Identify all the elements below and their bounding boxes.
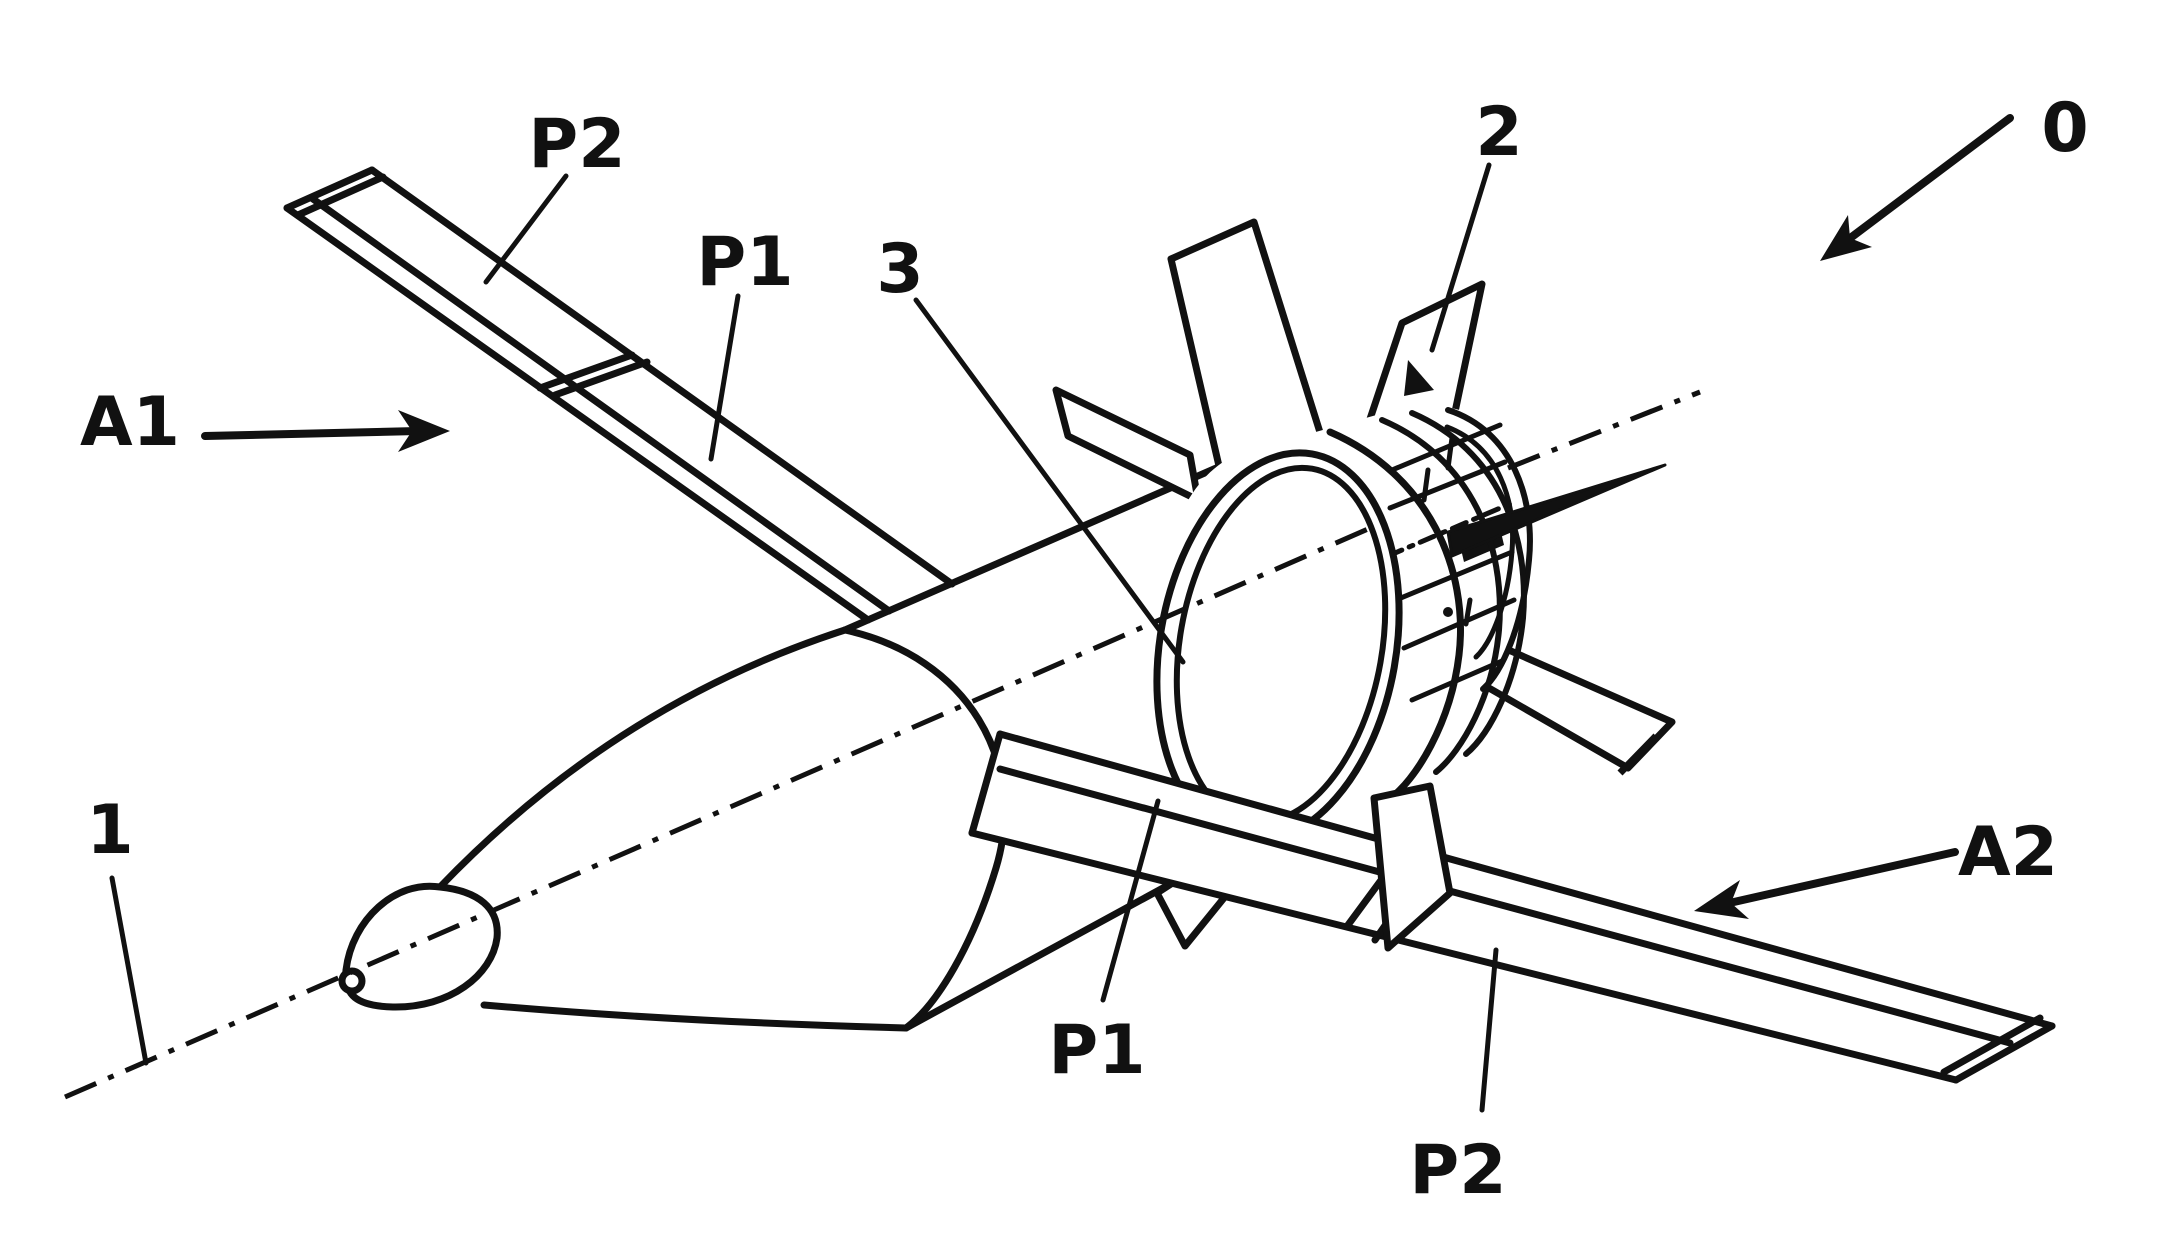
label-p1-bottom: P1 [1048,1011,1145,1090]
leader-ref2 [1429,162,1492,353]
label-p2-bottom: P2 [1409,1131,1506,1210]
hub-front-band-right [1326,428,1464,804]
right-wing [968,730,2056,1084]
right-wing-face-line [996,765,2014,1047]
left-wing-fill [287,170,952,620]
leader-ref3 [913,297,1186,665]
arrows [201,114,2014,919]
axis-segment-rear [1507,389,1701,471]
label-p2-top: P2 [528,105,625,184]
right-wing-leading-edge [996,730,2056,1030]
label-ref3: 3 [876,230,923,309]
tail-hub [1153,407,1533,845]
nose-tip-cap [342,882,501,1011]
label-p1-top: P1 [696,223,793,302]
arrow-a1-shaft [201,427,422,440]
left-wing-leading-edge [368,166,956,588]
tail-fin-lower-front [1370,782,1454,952]
arrow-a1-head-icon [398,410,450,452]
left-wing-fold-joint-2 [551,358,651,399]
leader-ref1 [109,875,149,1066]
left-wing-face-line [309,195,893,615]
leader-p2-top [483,173,569,285]
right-wing-root-line [968,730,1004,837]
left-wing [283,166,956,624]
arrow-a2-shaft [1721,848,1959,908]
roll-axis-line [64,389,1701,1100]
missile-body [338,626,1244,1032]
left-wing-tip-cap [283,166,376,212]
labels: P2 P1 3 2 0 A1 1 A2 P1 P2 [80,89,2089,1210]
right-wing-tip-cap [1952,1022,2056,1084]
fin-root-shadow [1404,360,1434,396]
hub-mechanism-dot [1443,607,1453,617]
hub-rear-band-left [1379,417,1503,775]
label-a1: A1 [80,383,180,462]
arrow-a2-head-icon [1694,880,1749,919]
left-wing-trailing-edge [283,204,872,624]
nose-lower-profile [480,1001,910,1032]
leader-p1-bottom [1100,798,1161,1003]
hub-rear-band-right [1409,410,1527,757]
axis-segment-front [64,526,1369,1100]
leader-p1-top [708,293,741,462]
label-ref0: 0 [2041,89,2088,168]
left-wing-tip-cap-inner [294,173,387,219]
leader-p2-bottom [1479,947,1499,1113]
tail-fin-left [1052,386,1202,504]
right-wing-tip-cap-inner [1940,1014,2044,1076]
arrow-ref0-head-icon [1820,215,1872,261]
tail-probe-spike [1446,463,1667,558]
nose-upper-profile [436,626,849,891]
label-ref2: 2 [1475,93,1522,172]
leader-lines [109,162,1499,1113]
label-ref1: 1 [86,791,133,870]
arrow-ref0-shaft [1841,114,2014,246]
label-a2: A2 [1958,813,2058,892]
tail-fin-lower-right-cap [1617,733,1659,776]
left-wing-fold-joint-1 [536,351,636,392]
